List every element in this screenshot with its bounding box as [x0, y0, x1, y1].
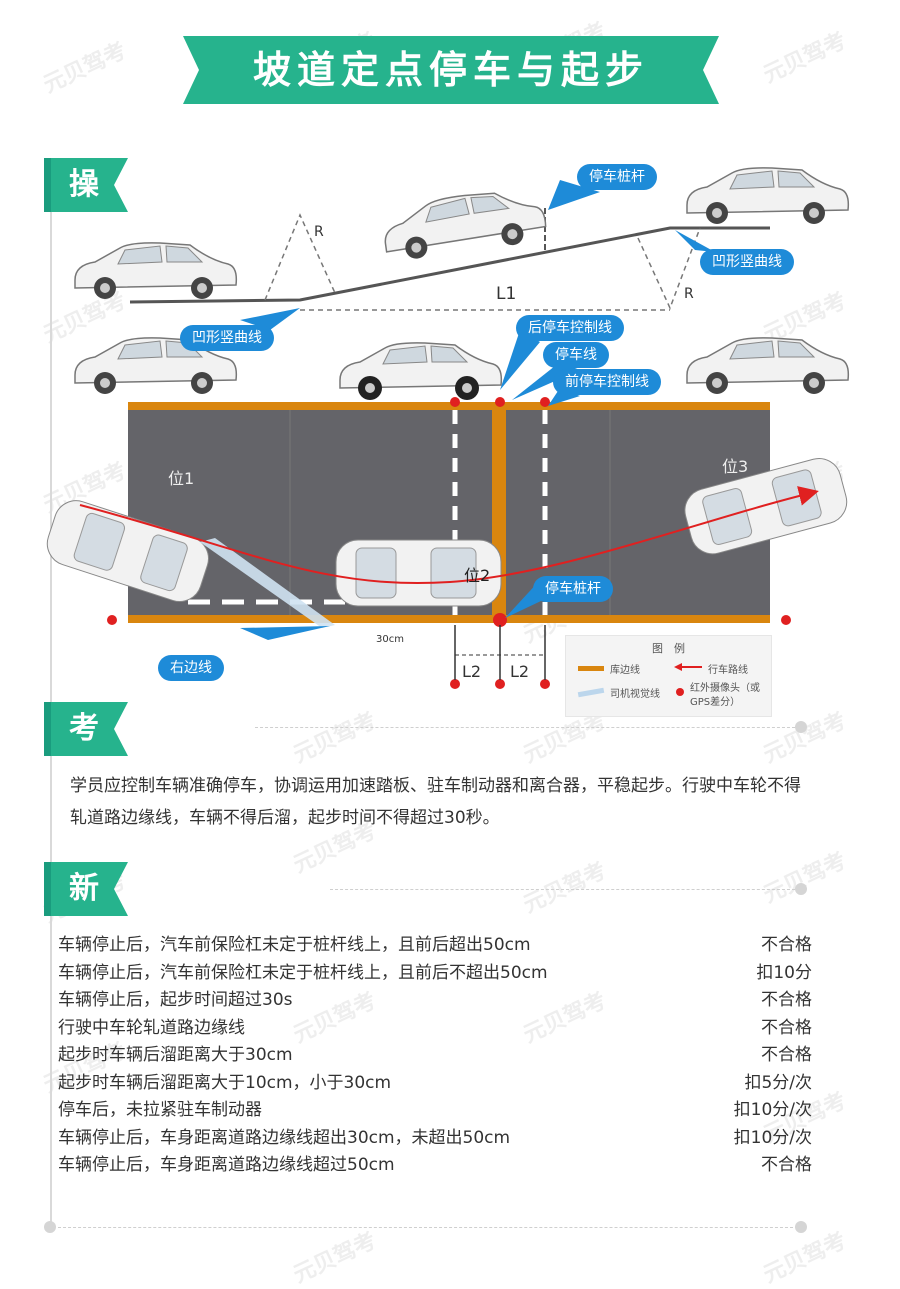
callout-parking-pole-top: 停车桩杆 [577, 164, 657, 190]
bottom-dot-left [44, 1221, 56, 1233]
label-l2-right: L2 [510, 662, 530, 681]
label-30cm: 30cm [376, 634, 404, 645]
standard-result: 扣10分 [756, 962, 812, 983]
callout-concave-curve-left: 凹形竖曲线 [180, 325, 274, 351]
slope-profile [129, 208, 770, 311]
standard-desc: 车辆停止后，汽车前保险杠未定于桩杆线上，且前后超出50cm [58, 935, 531, 955]
standard-row: 起步时车辆后溜距离大于30cm 不合格 [58, 1042, 812, 1070]
standard-row: 停车后，未拉紧驻车制动器 扣10分/次 [58, 1097, 812, 1125]
callout-right-edge-line: 右边线 [158, 655, 224, 681]
divider-requirements [255, 727, 795, 728]
standard-desc: 车辆停止后，汽车前保险杠未定于桩杆线上，且前后不超出50cm [58, 962, 548, 983]
label-l2-left: L2 [462, 662, 482, 681]
plan-diagram [46, 167, 850, 689]
legend-garage-edge: 库边线 [610, 665, 640, 676]
standard-row: 车辆停止后，车身距离道路边缘线超出30cm，未超出50cm 扣10分/次 [58, 1125, 812, 1153]
bottom-dot-right [795, 1221, 807, 1233]
legend: 图 例 库边线 行车路线 司机视觉线 红外摄像头（或GPS差分） [565, 635, 772, 717]
standard-result: 不合格 [761, 1045, 812, 1065]
car-profile-6 [686, 337, 850, 394]
callout-parking-pole-bottom: 停车桩杆 [533, 576, 613, 602]
garage-edge-top [128, 402, 770, 410]
camera-dots [107, 397, 791, 689]
legend-driving-route: 行车路线 [708, 665, 748, 676]
label-r-left: R [314, 224, 324, 240]
sight-line [200, 538, 335, 628]
car-top-pos2 [335, 539, 502, 607]
standard-desc: 行驶中车轮轧道路边缘线 [58, 1017, 245, 1038]
standard-result: 不合格 [761, 1155, 812, 1175]
standard-desc: 车辆停止后，车身距离道路边缘线超出30cm，未超出50cm [58, 1127, 511, 1148]
label-pos1: 位1 [168, 469, 195, 488]
car-profile-2 [384, 192, 547, 259]
legend-camera-dot-icon [676, 688, 684, 696]
label-r-right: R [684, 286, 694, 302]
car-profile-1 [74, 242, 238, 299]
garage-edge-bottom [128, 615, 770, 623]
standard-desc: 起步时车辆后溜距离大于30cm [58, 1045, 293, 1065]
standard-result: 不合格 [761, 990, 812, 1010]
label-pos2: 位2 [464, 566, 491, 585]
standard-result: 扣10分/次 [733, 1100, 812, 1120]
left-spine [50, 160, 52, 1228]
car-top-pos1 [46, 500, 209, 602]
watermark: 元贝驾考 [519, 858, 611, 919]
callout-rear-control-line: 后停车控制线 [516, 315, 624, 341]
callout-stop-line: 停车线 [543, 342, 609, 368]
standard-row: 车辆停止后，汽车前保险杠未定于桩杆线上，且前后超出50cm 不合格 [58, 932, 812, 960]
standard-row: 起步时车辆后溜距离大于10cm，小于30cm 扣5分/次 [58, 1070, 812, 1098]
standard-desc: 起步时车辆后溜距离大于10cm，小于30cm [58, 1072, 392, 1093]
watermark: 元贝驾考 [759, 848, 851, 909]
legend-title: 图 例 [652, 642, 685, 655]
standard-desc: 停车后，未拉紧驻车制动器 [58, 1100, 262, 1120]
callout-concave-curve-right: 凹形竖曲线 [700, 249, 794, 275]
standard-desc: 车辆停止后，起步时间超过30s [58, 990, 293, 1010]
standard-result: 不合格 [761, 1017, 812, 1038]
standard-row: 车辆停止后，汽车前保险杠未定于桩杆线上，且前后不超出50cm 扣10分 [58, 960, 812, 988]
divider-dot [795, 883, 807, 895]
legend-route-arrow-icon [674, 663, 702, 671]
callout-front-control-line: 前停车控制线 [553, 369, 661, 395]
legend-edge-swatch [578, 666, 604, 671]
driving-route [79, 486, 819, 585]
watermark: 元贝驾考 [759, 28, 851, 89]
divider-bottom [58, 1227, 793, 1228]
divider-dot [795, 721, 807, 733]
legend-camera: 红外摄像头（或GPS差分） [690, 683, 760, 708]
standard-result: 不合格 [761, 935, 812, 955]
title-banner: 坡道定点停车与起步 [183, 36, 719, 104]
standard-row: 车辆停止后，起步时间超过30s 不合格 [58, 987, 812, 1015]
watermark: 元贝驾考 [759, 1228, 851, 1289]
standard-row: 车辆停止后，车身距离道路边缘线超过50cm 不合格 [58, 1152, 812, 1180]
divider-standards [330, 889, 795, 890]
requirements-text: 学员应控制车辆准确停车，协调运用加速踏板、驻车制动器和离合器，平稳起步。行驶中车… [70, 776, 801, 828]
watermark: 元贝驾考 [289, 1228, 381, 1289]
standard-result: 扣5分/次 [744, 1072, 812, 1093]
standard-desc: 车辆停止后，车身距离道路边缘线超过50cm [58, 1155, 395, 1175]
standard-result: 扣10分/次 [733, 1127, 812, 1148]
standard-row: 行驶中车轮轧道路边缘线 不合格 [58, 1015, 812, 1043]
legend-sight-line: 司机视觉线 [610, 689, 660, 700]
page-title: 坡道定点停车与起步 [252, 48, 649, 92]
label-pos3: 位3 [722, 457, 749, 476]
label-l1: L1 [496, 284, 517, 304]
car-profile-5 [339, 342, 503, 400]
watermark: 元贝驾考 [39, 38, 131, 99]
car-profile-3 [686, 167, 850, 224]
legend-sight-swatch [577, 687, 605, 698]
